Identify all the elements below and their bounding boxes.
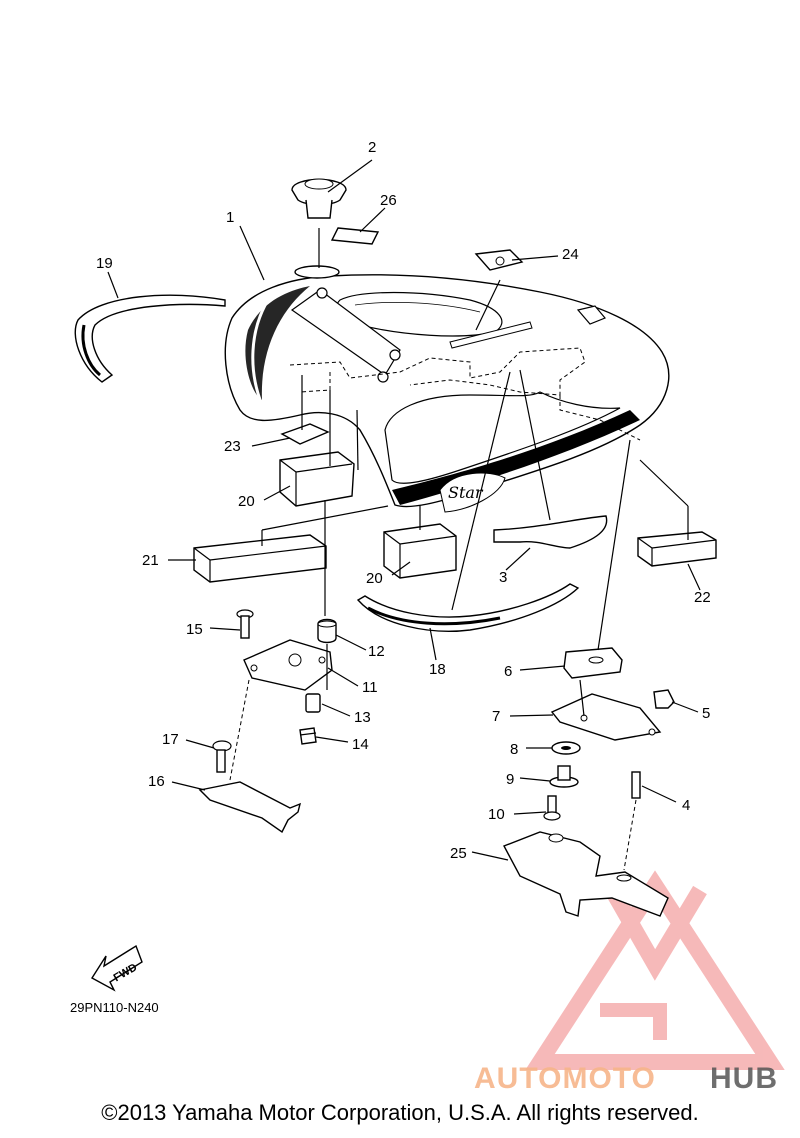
pad-20-lower [383, 523, 457, 579]
callout-23: 23 [224, 438, 241, 455]
bolt-15 [236, 609, 254, 639]
bracket-16 [198, 781, 302, 834]
pad-22 [637, 531, 717, 567]
copyright-notice: ©2013 Yamaha Motor Corporation, U.S.A. A… [101, 1100, 699, 1125]
callout-7: 7 [492, 708, 500, 725]
bracket-11 [243, 639, 333, 691]
fwd-arrow: FWD [91, 944, 143, 992]
collar-13 [305, 693, 321, 713]
bolt-17 [212, 740, 232, 773]
trim-strip-19 [74, 294, 226, 383]
watermark-text: AUTOMOTO HUB [474, 1062, 778, 1095]
watermark-part2: HUB [710, 1062, 778, 1095]
callout-4: 4 [682, 797, 690, 814]
watermark-part1: AUTOMOTO [474, 1062, 656, 1095]
fuel-cap [291, 178, 347, 268]
pad-20-upper [279, 451, 355, 507]
callout-25: 25 [450, 845, 467, 862]
trim-strip-18 [356, 583, 580, 632]
callout-24: 24 [562, 246, 579, 263]
grommet-8 [551, 741, 581, 755]
callout-1: 1 [226, 209, 234, 226]
tank-badge-text: Star [448, 483, 484, 502]
damper-6 [563, 647, 623, 679]
watermark-logo [525, 870, 785, 1070]
callout-21: 21 [142, 552, 159, 569]
label-decal-26 [330, 227, 380, 245]
callout-20-upper: 20 [238, 493, 255, 510]
bracket-25 [503, 831, 669, 917]
callout-18: 18 [429, 661, 446, 678]
callout-12: 12 [368, 643, 385, 660]
callout-8: 8 [510, 741, 518, 758]
nut-5 [653, 689, 675, 709]
callout-labels: 1 2 26 24 19 23 20 21 20 3 22 18 15 12 1… [96, 139, 711, 862]
callout-19: 19 [96, 255, 113, 272]
diagram-code: 29PN110-N240 [70, 1000, 159, 1015]
callout-10: 10 [488, 806, 505, 823]
damper-12 [317, 618, 337, 644]
emblem-24 [474, 249, 524, 271]
callout-16: 16 [148, 773, 165, 790]
callout-26: 26 [380, 192, 397, 209]
bolt-14 [299, 727, 317, 745]
bolt-4 [631, 771, 641, 799]
callout-6: 6 [504, 663, 512, 680]
callout-5: 5 [702, 705, 710, 722]
callout-11: 11 [362, 679, 378, 696]
callout-22: 22 [694, 589, 711, 606]
callout-14: 14 [352, 736, 369, 753]
callout-15: 15 [186, 621, 203, 638]
leader-lines [107, 159, 701, 861]
pad-23 [280, 423, 330, 445]
pad-21 [193, 534, 327, 583]
callout-17: 17 [162, 731, 179, 748]
collar-9 [549, 765, 579, 788]
callout-2: 2 [368, 139, 376, 156]
callout-3: 3 [499, 569, 507, 586]
panel-3 [493, 515, 608, 549]
fuel-tank: Star [224, 265, 670, 513]
bracket-7 [550, 693, 662, 741]
callout-13: 13 [354, 709, 371, 726]
callout-20-lower: 20 [366, 570, 383, 587]
callout-9: 9 [506, 771, 514, 788]
bolt-10 [543, 795, 561, 821]
